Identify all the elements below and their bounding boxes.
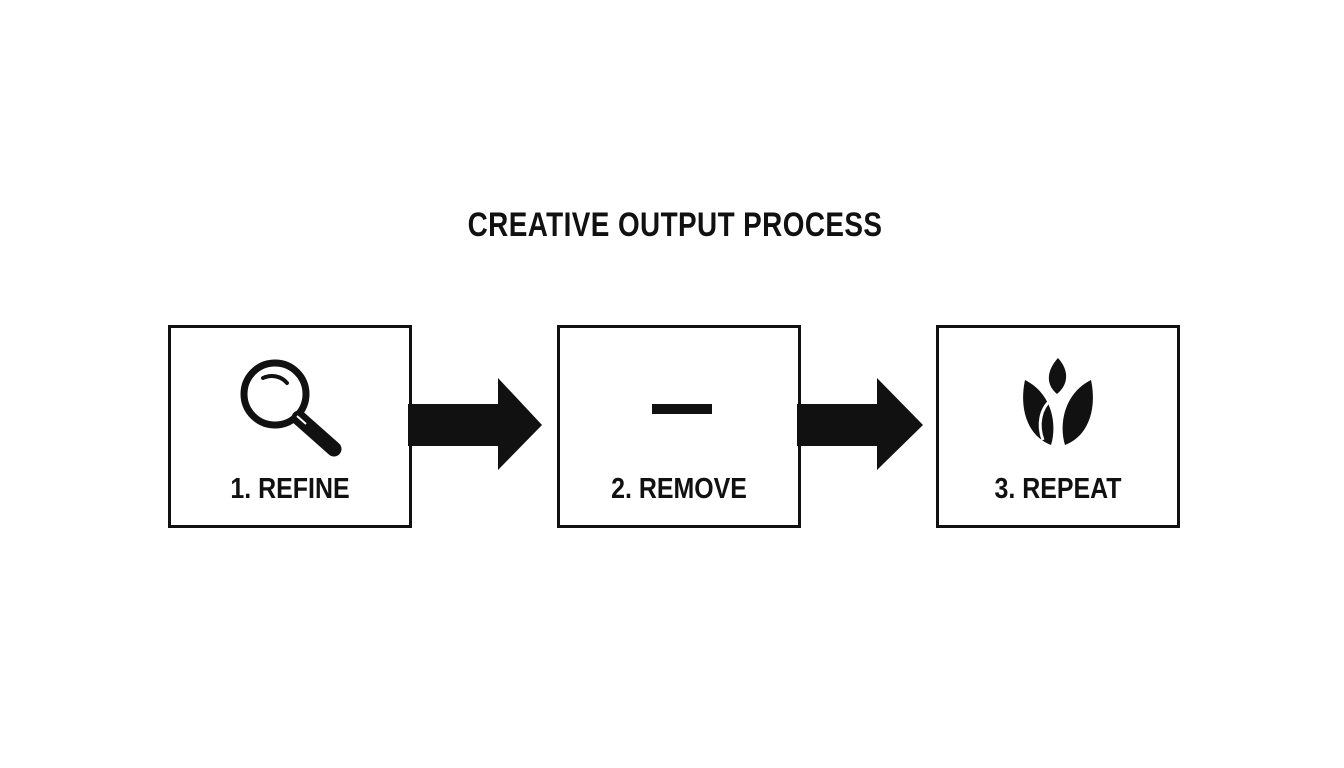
step-label-remove: 2. REMOVE [611,473,747,505]
step-label-refine: 1. REFINE [230,473,350,505]
arrow-right-icon [408,378,548,472]
step-box-remove: 2. REMOVE [557,325,801,528]
minus-icon [560,328,798,468]
leaf-icon [939,328,1177,468]
magnifying-glass-icon [171,328,409,468]
step-box-repeat: 3. REPEAT [936,325,1180,528]
diagram-title: CREATIVE OUTPUT PROCESS [467,206,883,244]
arrow-right-icon [797,378,937,472]
step-label-repeat: 3. REPEAT [994,473,1122,505]
step-box-refine: 1. REFINE [168,325,412,528]
